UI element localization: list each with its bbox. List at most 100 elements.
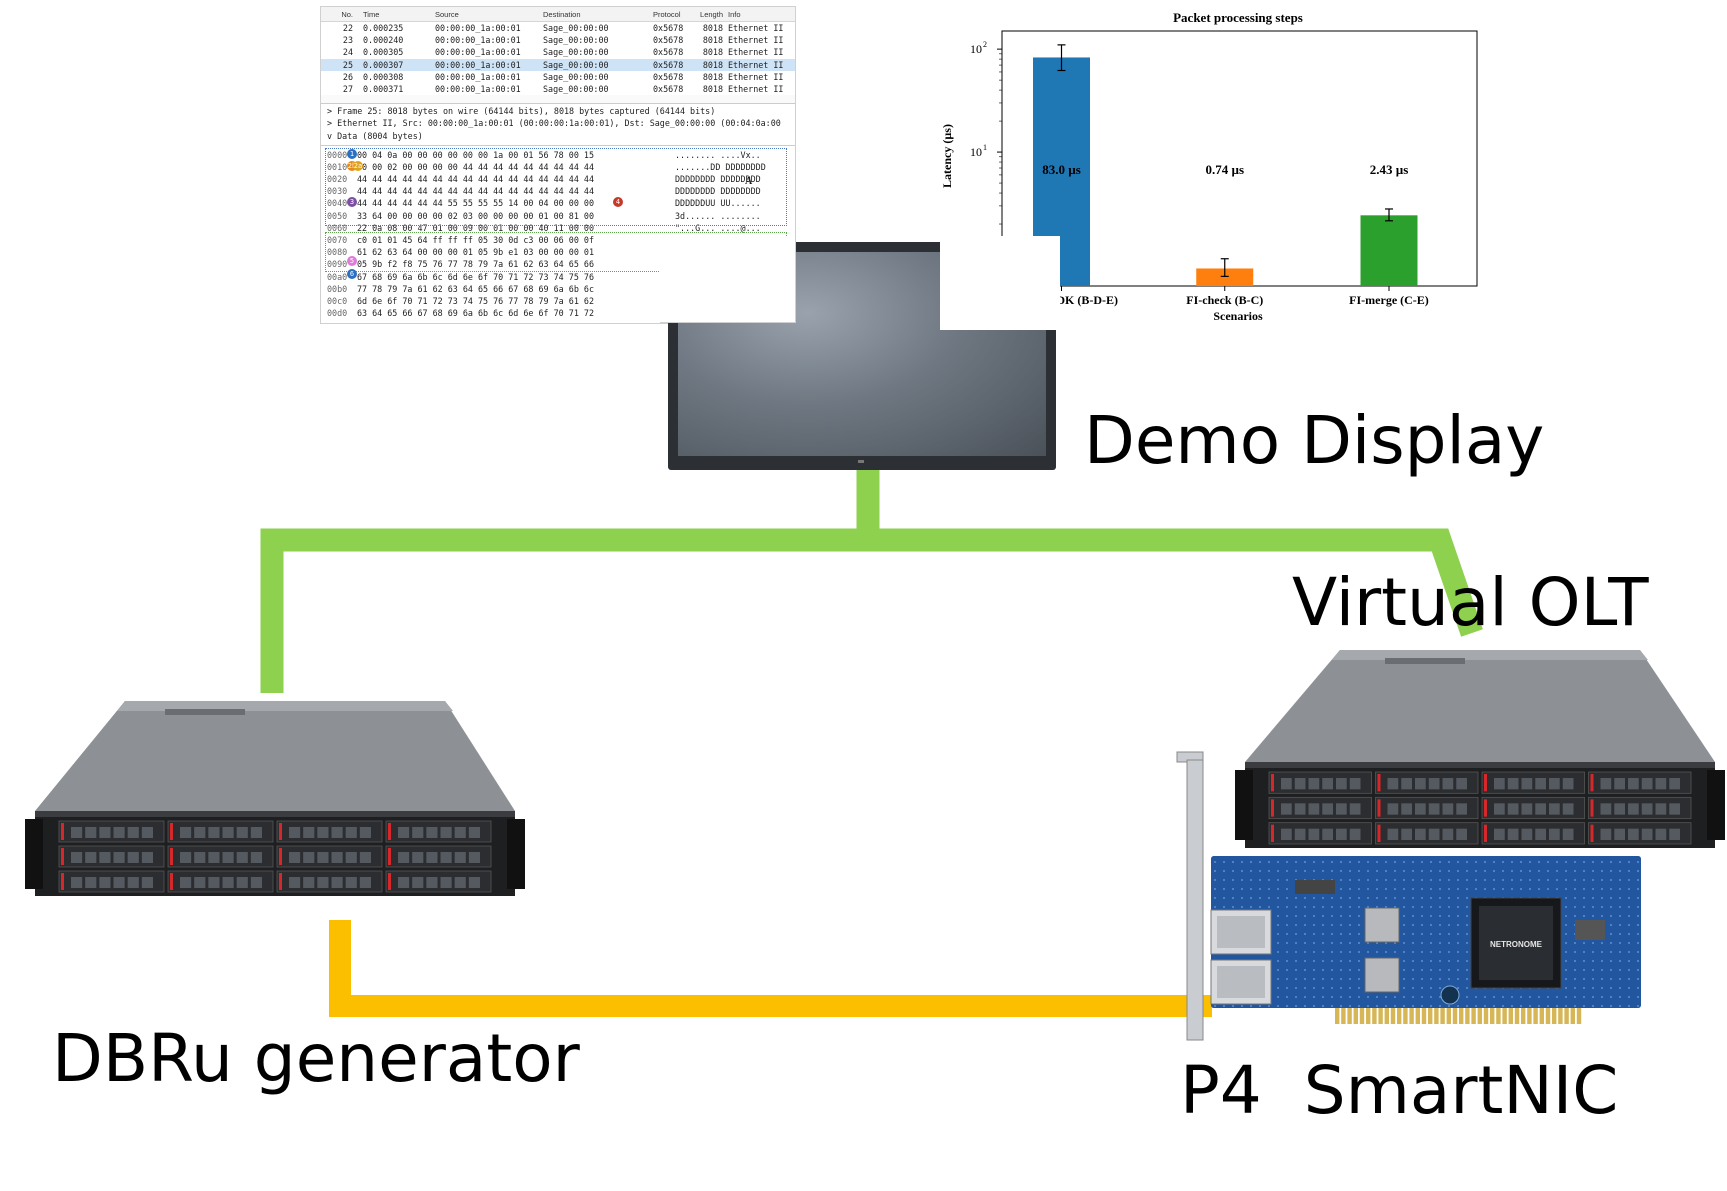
drive-vent bbox=[99, 877, 111, 888]
col-source[interactable]: Source bbox=[435, 9, 459, 19]
col-no[interactable]: No. bbox=[341, 9, 353, 19]
pcie-finger bbox=[1552, 1008, 1557, 1024]
drive-vent bbox=[317, 877, 329, 888]
drive-vent bbox=[113, 852, 125, 863]
drive-vent bbox=[1336, 828, 1347, 840]
hex-off: 0010 bbox=[327, 161, 348, 172]
pcie-finger bbox=[1353, 1008, 1358, 1024]
drive-latch bbox=[1377, 799, 1381, 817]
packet-detail-line[interactable]: > Ethernet II, Src: 00:00:00_1a:00:01 (0… bbox=[327, 118, 781, 129]
drive-vent bbox=[250, 827, 262, 838]
packet-cell-len: 8018 bbox=[702, 59, 723, 70]
pcie-finger bbox=[1378, 1008, 1383, 1024]
drive-vent bbox=[1428, 778, 1440, 790]
drive-vent bbox=[1628, 828, 1639, 840]
drive-vent bbox=[331, 852, 343, 863]
col-destination[interactable]: Destination bbox=[543, 9, 581, 19]
drive-vent bbox=[359, 877, 371, 888]
pcie-finger bbox=[1335, 1008, 1340, 1024]
drive-vent bbox=[1600, 778, 1612, 790]
packet-cell-time: 0.000308 bbox=[363, 71, 404, 82]
drive-latch bbox=[1590, 799, 1594, 817]
pcie-finger bbox=[1415, 1008, 1420, 1024]
annotation-badge: 5 bbox=[347, 255, 357, 266]
pcie-finger bbox=[1359, 1008, 1365, 1024]
packet-cell-info: Ethernet II bbox=[728, 71, 784, 82]
x-axis-labels: vDBA-DPDK (B-D-E)FI-check (B-C)FI-merge … bbox=[1005, 286, 1429, 307]
hex-bytes: c0 01 01 45 64 ff ff ff 05 30 0d c3 00 0… bbox=[357, 235, 594, 245]
drive-vent bbox=[1442, 778, 1454, 790]
packet-cell-proto: 0x5678 bbox=[653, 84, 684, 95]
drive-vent bbox=[1655, 803, 1667, 815]
drive-vent bbox=[331, 877, 343, 888]
hex-bytes: 44 44 44 44 44 44 55 55 55 55 14 00 04 0… bbox=[357, 198, 594, 209]
hex-bytes: 00 04 0a 00 00 00 00 00 00 1a 00 01 56 7… bbox=[357, 149, 594, 160]
bar-value-label: 83.0 µs bbox=[1042, 162, 1081, 177]
drive-vent bbox=[289, 827, 301, 838]
hex-asc: .......DD DDDDDDDD bbox=[675, 161, 766, 172]
packet-cell-time: 0.000305 bbox=[363, 47, 404, 58]
drive-vent bbox=[1521, 803, 1533, 815]
col-time[interactable]: Time bbox=[363, 9, 380, 19]
y-axis-title: Latency (µs) bbox=[940, 124, 954, 188]
packet-detail-line[interactable]: > Frame 25: 8018 bytes on wire (64144 bi… bbox=[327, 106, 716, 117]
drive-vent bbox=[1494, 803, 1505, 815]
drive-vent bbox=[1387, 828, 1399, 840]
drive-vent bbox=[1628, 803, 1639, 815]
drive-vent bbox=[141, 877, 153, 888]
drive-vent bbox=[113, 827, 125, 838]
drive-vent bbox=[1507, 803, 1519, 815]
drive-vent bbox=[1521, 828, 1533, 840]
packet-cell-proto: 0x5678 bbox=[653, 71, 684, 82]
drive-vent bbox=[1600, 828, 1612, 840]
drive-vent bbox=[1494, 778, 1505, 790]
col-length[interactable]: Length bbox=[700, 9, 723, 19]
monitor-power-led bbox=[858, 460, 864, 463]
packet-cell-src: 00:00:00_1a:00:01 bbox=[435, 71, 521, 82]
drive-vent bbox=[85, 877, 97, 888]
hex-asc: ........ ....Vx.. bbox=[675, 149, 761, 160]
drive-vent bbox=[359, 852, 371, 863]
drive-vent bbox=[289, 877, 301, 888]
annotation-badge: 4 bbox=[613, 196, 623, 207]
drive-vent bbox=[250, 852, 262, 863]
pcie-finger bbox=[1397, 1008, 1402, 1024]
y-tick-exponent: 2 bbox=[983, 40, 987, 49]
drive-vent bbox=[71, 877, 83, 888]
pcie-finger bbox=[1428, 1008, 1433, 1024]
drive-vent bbox=[412, 852, 424, 863]
pane-divider[interactable] bbox=[321, 95, 795, 105]
col-info[interactable]: Info bbox=[728, 9, 741, 19]
packet-cell-info: Ethernet II bbox=[728, 59, 784, 70]
drive-vent bbox=[454, 877, 466, 888]
drive-vent bbox=[1628, 778, 1639, 790]
drive-vent bbox=[345, 877, 357, 888]
packet-cell-len: 8018 bbox=[702, 71, 723, 82]
packet-cell-info: Ethernet II bbox=[728, 35, 784, 46]
packet-cell-time: 0.000307 bbox=[363, 59, 404, 70]
hex-off: 0040 bbox=[327, 198, 348, 209]
drive-vent bbox=[303, 827, 315, 838]
hex-off: 0080 bbox=[327, 247, 348, 258]
drive-vent bbox=[345, 827, 357, 838]
hex-asc: DDDDDDUU UU...... bbox=[675, 198, 761, 209]
packet-detail-line[interactable]: v Data (8004 bytes) bbox=[327, 130, 423, 141]
packet-cell-no: 23 bbox=[342, 35, 353, 46]
pcie-finger bbox=[1483, 1008, 1489, 1024]
col-protocol[interactable]: Protocol bbox=[653, 9, 681, 19]
drive-vent bbox=[1308, 778, 1320, 790]
pcie-finger bbox=[1403, 1008, 1408, 1024]
drive-vent bbox=[1387, 803, 1399, 815]
drive-vent bbox=[1428, 828, 1440, 840]
pcie-finger bbox=[1558, 1008, 1563, 1024]
drive-vent bbox=[71, 852, 83, 863]
drive-vent bbox=[1494, 828, 1505, 840]
